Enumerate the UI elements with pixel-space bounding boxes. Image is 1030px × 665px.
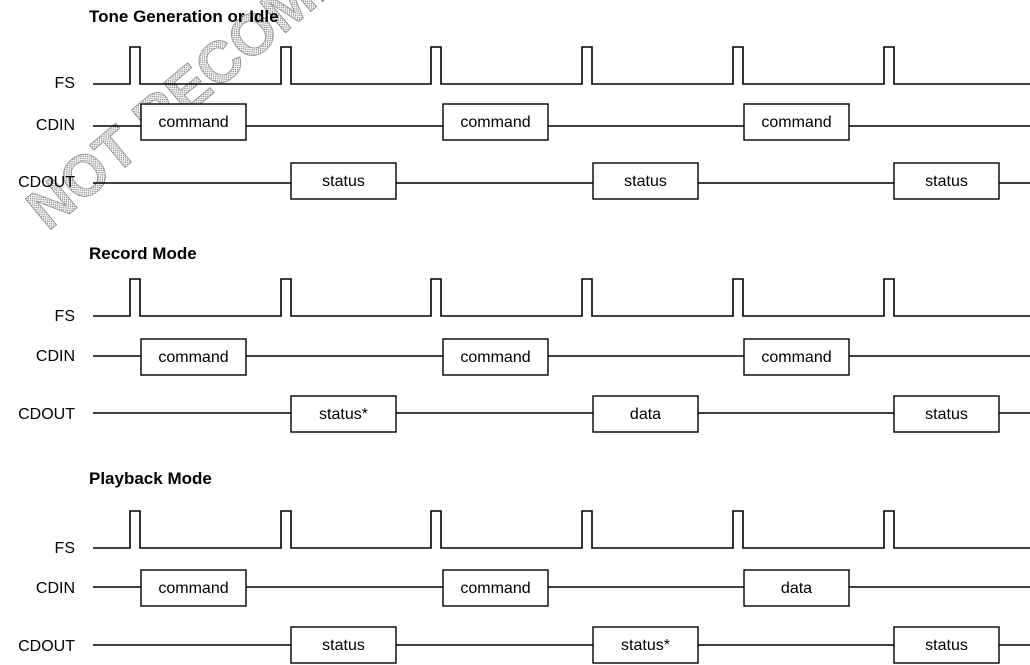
cdin-label: CDIN — [36, 348, 75, 365]
cdout-label: CDOUT — [18, 174, 75, 191]
cdout-frame-label: status — [322, 637, 365, 654]
cdin-frame-box — [442, 338, 549, 376]
fs-label: FS — [55, 75, 75, 92]
cdin-frame-box — [140, 103, 247, 141]
cdin-label: CDIN — [36, 117, 75, 134]
cdin-frame-box — [442, 103, 549, 141]
cdin-frame-label: command — [158, 349, 228, 366]
cdout-frame-box — [592, 162, 699, 200]
cdout-waveform: status* data status — [93, 395, 1030, 433]
cdout-frame-label: data — [630, 406, 661, 423]
fs-label: FS — [55, 308, 75, 325]
cdin-frame-label: command — [460, 580, 530, 597]
cdin-frame-label: command — [761, 114, 831, 131]
cdin-waveform: command command command — [93, 338, 1030, 376]
section-title: Record Mode — [89, 244, 197, 263]
cdin-frame-label: data — [781, 580, 812, 597]
cdout-frame-label: status — [322, 173, 365, 190]
section-playback-mode: Playback Mode FS CDIN command command data… — [18, 469, 1030, 664]
fs-waveform — [93, 510, 1030, 549]
cdin-waveform: command command command — [93, 103, 1030, 141]
cdin-waveform: command command data — [93, 569, 1030, 607]
cdin-frame-box — [743, 103, 850, 141]
cdout-frame-label: status — [925, 406, 968, 423]
fs-label: FS — [55, 540, 75, 557]
cdin-frame-label: command — [761, 349, 831, 366]
cdout-frame-label: status* — [621, 637, 670, 654]
cdout-frame-label: status* — [319, 406, 368, 423]
section-title: Playback Mode — [89, 469, 212, 488]
cdout-frame-label: status — [925, 173, 968, 190]
cdin-frame-box — [743, 569, 850, 607]
cdin-frame-box — [743, 338, 850, 376]
cdout-label: CDOUT — [18, 406, 75, 423]
cdout-frame-box — [290, 626, 397, 664]
cdout-frame-box — [290, 162, 397, 200]
cdout-frame-box — [290, 395, 397, 433]
cdin-frame-box — [140, 338, 247, 376]
cdin-label: CDIN — [36, 580, 75, 597]
fs-waveform — [93, 278, 1030, 317]
cdout-frame-label: status — [925, 637, 968, 654]
cdout-waveform: status status* status — [93, 626, 1030, 664]
cdin-frame-label: command — [460, 349, 530, 366]
cdout-label: CDOUT — [18, 638, 75, 655]
cdout-frame-box — [592, 626, 699, 664]
cdout-frame-label: status — [624, 173, 667, 190]
section-title: Tone Generation or Idle — [89, 7, 279, 26]
cdin-frame-label: command — [460, 114, 530, 131]
cdin-frame-label: command — [158, 580, 228, 597]
cdin-frame-label: command — [158, 114, 228, 131]
cdin-frame-box — [442, 569, 549, 607]
cdout-waveform: status status status — [93, 162, 1030, 200]
cdout-frame-box — [893, 395, 1000, 433]
cdout-frame-box — [893, 626, 1000, 664]
fs-waveform — [93, 46, 1030, 85]
cdout-frame-box — [592, 395, 699, 433]
cdin-frame-box — [140, 569, 247, 607]
cdout-frame-box — [893, 162, 1000, 200]
